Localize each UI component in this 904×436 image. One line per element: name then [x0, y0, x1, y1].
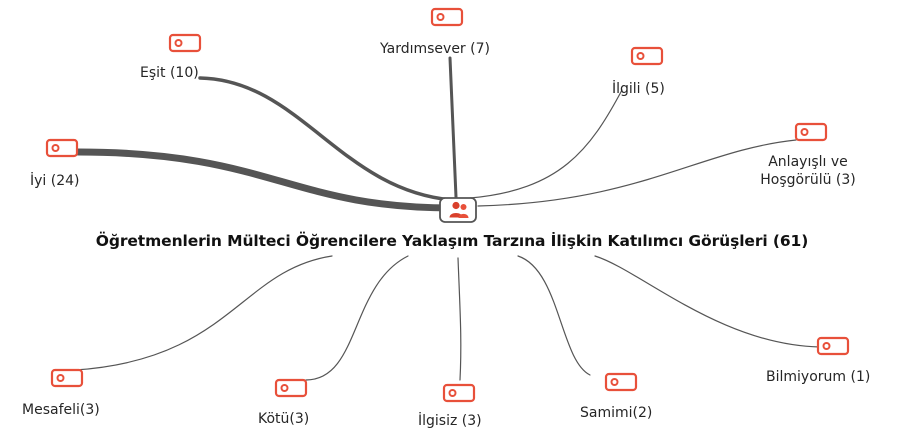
connector-ilgili — [469, 89, 623, 199]
code-tag-icon[interactable] — [45, 138, 79, 158]
people-icon — [449, 201, 469, 218]
code-label-iyi: İyi (24) — [30, 173, 80, 189]
connector-esit — [198, 76, 454, 202]
code-tag-icon[interactable] — [50, 368, 84, 388]
code-label-samimi: Samimi(2) — [580, 405, 653, 421]
connector-kotu — [305, 255, 409, 381]
code-tag-icon[interactable] — [442, 383, 476, 403]
code-label-anlayisli-line1: Anlayışlı ve — [768, 154, 848, 170]
code-tag-icon[interactable] — [604, 372, 638, 392]
central-node[interactable] — [439, 197, 477, 223]
code-label-kotu: Kötü(3) — [258, 411, 310, 427]
code-label-anlayisli: Anlayışlı ve Hoşgörülü (3) — [744, 153, 872, 189]
code-tag-icon[interactable] — [816, 336, 850, 356]
connector-anlayisli — [477, 139, 797, 207]
code-label-ilgili: İlgili (5) — [612, 81, 665, 97]
connector-ilgisiz — [457, 257, 462, 381]
code-label-yardimsever: Yardımsever (7) — [380, 41, 490, 57]
code-label-anlayisli-line2: Hoşgörülü (3) — [760, 172, 856, 188]
code-label-bilmiyorum: Bilmiyorum (1) — [766, 369, 871, 385]
code-label-mesafeli: Mesafeli(3) — [22, 402, 100, 418]
code-tag-icon[interactable] — [430, 7, 464, 27]
connector-mesafeli — [74, 255, 333, 371]
connector-iyi — [74, 148, 456, 212]
code-label-esit: Eşit (10) — [140, 65, 199, 81]
central-title: Öğretmenlerin Mülteci Öğrencilere Yaklaş… — [95, 232, 809, 250]
connector-yardimsever — [448, 56, 458, 199]
connector-bilmiyorum — [594, 255, 821, 348]
connector-samimi — [517, 255, 591, 376]
code-tag-icon[interactable] — [794, 122, 828, 142]
code-tag-icon[interactable] — [274, 378, 308, 398]
code-tag-icon[interactable] — [630, 46, 664, 66]
code-label-ilgisiz: İlgisiz (3) — [418, 413, 482, 429]
code-tag-icon[interactable] — [168, 33, 202, 53]
